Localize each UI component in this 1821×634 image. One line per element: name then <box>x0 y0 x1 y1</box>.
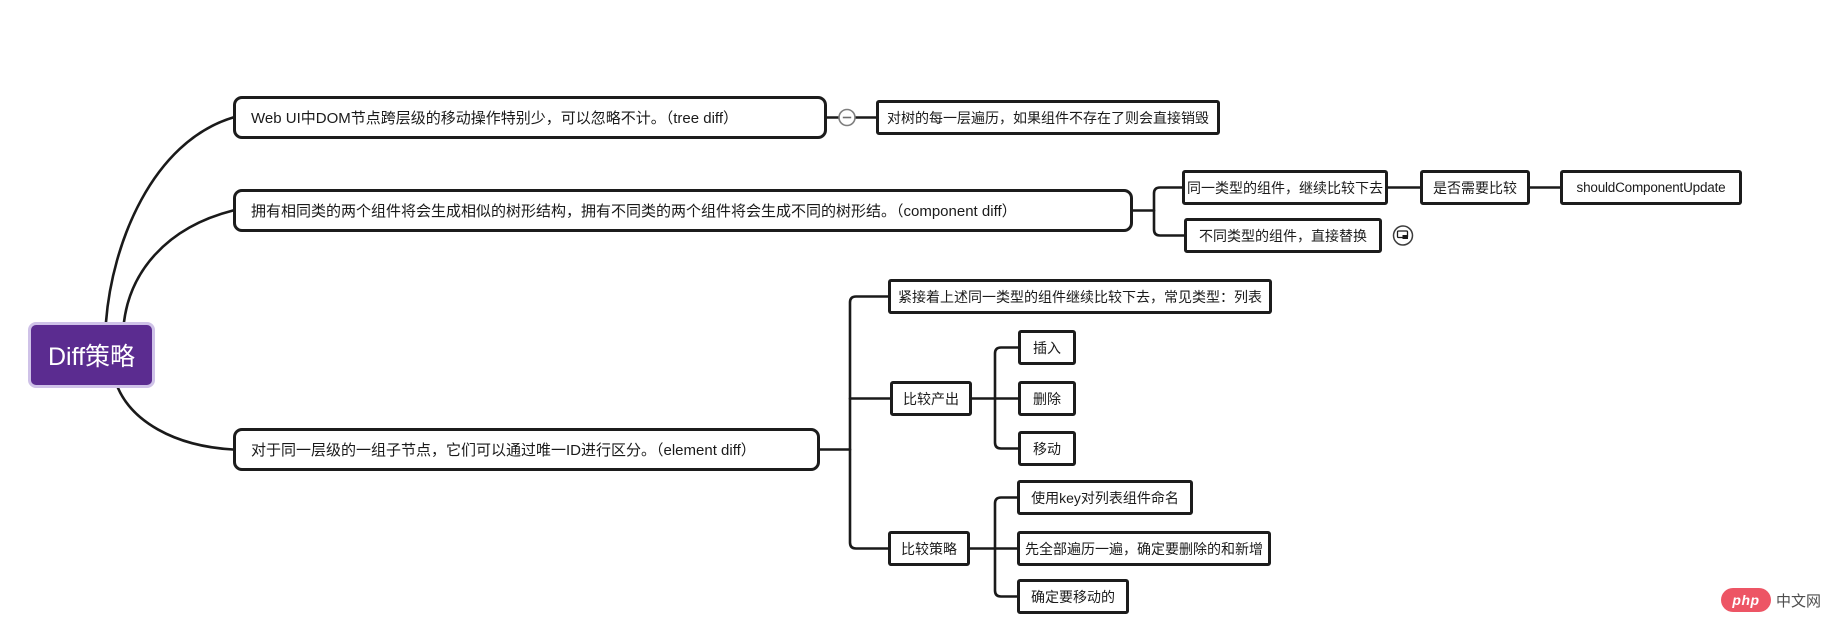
node-list-note-label: 紧接着上述同一类型的组件继续比较下去，常见类型：列表 <box>898 288 1262 305</box>
node-confirm-move-label: 确定要移动的 <box>1031 588 1115 605</box>
topic-element-diff[interactable]: 对于同一层级的一组子节点，它们可以通过唯一ID进行区分。（element dif… <box>233 428 820 471</box>
node-full-traverse-label: 先全部遍历一遍，确定要删除的和新增 <box>1025 540 1263 557</box>
node-full-traverse[interactable]: 先全部遍历一遍，确定要删除的和新增 <box>1017 531 1271 566</box>
node-different-type[interactable]: 不同类型的组件，直接替换 <box>1184 218 1382 253</box>
node-move[interactable]: 移动 <box>1018 431 1076 466</box>
node-confirm-move[interactable]: 确定要移动的 <box>1017 579 1129 614</box>
node-delete[interactable]: 删除 <box>1018 381 1076 416</box>
root-topic-diff-strategy[interactable]: Diff策略 <box>28 322 155 388</box>
topic-tree-diff-label: Web UI中DOM节点跨层级的移动操作特别少，可以忽略不计。（tree dif… <box>251 110 738 127</box>
node-delete-label: 删除 <box>1033 390 1061 407</box>
connector-component-bracket <box>1152 186 1186 237</box>
node-different-type-label: 不同类型的组件，直接替换 <box>1199 227 1367 244</box>
connector-root-tree-diff <box>104 116 235 324</box>
topic-tree-diff[interactable]: Web UI中DOM节点跨层级的移动操作特别少，可以忽略不计。（tree dif… <box>233 96 827 139</box>
node-list-note[interactable]: 紧接着上述同一类型的组件继续比较下去，常见类型：列表 <box>888 279 1272 314</box>
node-compare-output[interactable]: 比较产出 <box>890 381 972 416</box>
connector-strategy-bracket <box>993 496 1019 598</box>
connector-root-element-diff <box>116 386 235 451</box>
topic-link-icon[interactable] <box>1392 225 1414 246</box>
topic-component-diff[interactable]: 拥有相同类的两个组件将会生成相似的树形结构，拥有不同类的两个组件将会生成不同的树… <box>233 189 1133 232</box>
node-insert[interactable]: 插入 <box>1018 330 1076 365</box>
node-need-compare-label: 是否需要比较 <box>1433 179 1517 196</box>
node-key-naming-label: 使用key对列表组件命名 <box>1031 489 1179 506</box>
root-topic-label: Diff策略 <box>47 343 136 371</box>
topic-component-diff-label: 拥有相同类的两个组件将会生成相似的树形结构，拥有不同类的两个组件将会生成不同的树… <box>251 203 1017 220</box>
node-should-component-update-label: shouldComponentUpdate <box>1576 180 1726 195</box>
node-compare-strategy[interactable]: 比较策略 <box>888 531 970 566</box>
node-compare-strategy-label: 比较策略 <box>901 540 957 557</box>
topic-element-diff-label: 对于同一层级的一组子节点，它们可以通过唯一ID进行区分。（element dif… <box>251 442 756 459</box>
node-key-naming[interactable]: 使用key对列表组件命名 <box>1017 480 1193 515</box>
node-move-label: 移动 <box>1033 440 1061 457</box>
php-logo-icon: php <box>1721 588 1771 612</box>
collapse-icon[interactable] <box>838 108 856 127</box>
branch-connectors <box>104 116 1562 598</box>
connector-element-bracket <box>848 295 890 550</box>
node-insert-label: 插入 <box>1033 339 1061 356</box>
node-need-compare[interactable]: 是否需要比较 <box>1420 170 1530 205</box>
connector-root-component-diff <box>122 209 235 324</box>
node-same-type[interactable]: 同一类型的组件，继续比较下去 <box>1182 170 1388 205</box>
node-tree-diff-detail-label: 对树的每一层遍历，如果组件不存在了则会直接销毁 <box>887 109 1209 126</box>
node-tree-diff-detail[interactable]: 对树的每一层遍历，如果组件不存在了则会直接销毁 <box>876 100 1220 135</box>
node-compare-output-label: 比较产出 <box>903 390 959 407</box>
node-should-component-update[interactable]: shouldComponentUpdate <box>1560 170 1742 205</box>
node-same-type-label: 同一类型的组件，继续比较下去 <box>1187 179 1383 196</box>
php-watermark: php 中文网 <box>1721 588 1821 612</box>
watermark-site-label: 中文网 <box>1775 592 1821 610</box>
